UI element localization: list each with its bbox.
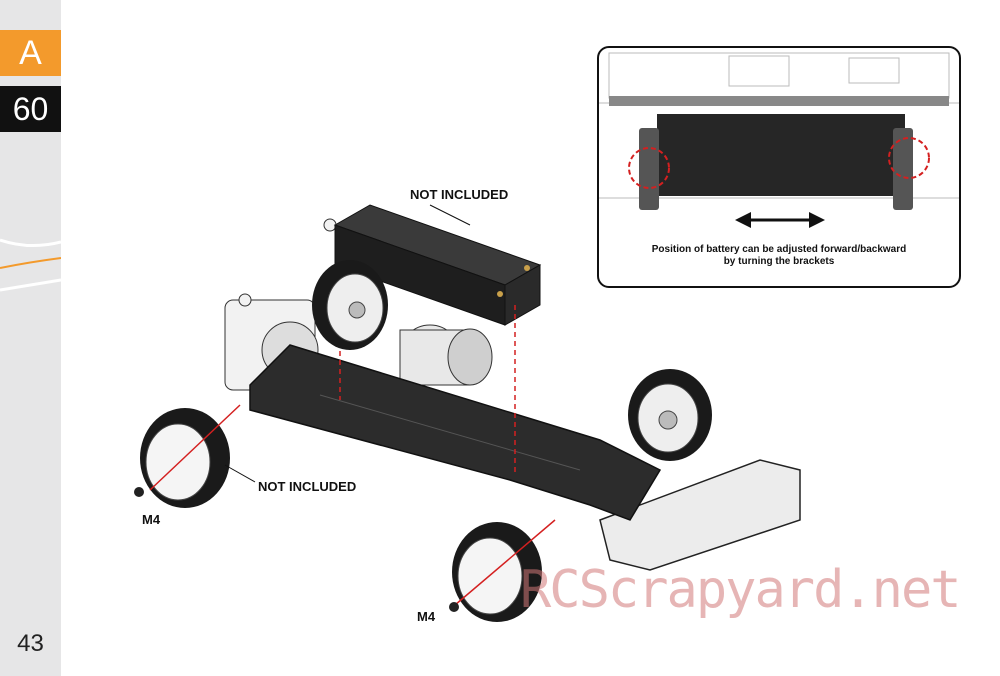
bracket-highlight [628, 147, 670, 189]
watermark: RCScrapyard.net [520, 560, 962, 620]
screw-label-rear: M4 [142, 512, 161, 527]
step-number: 60 [0, 86, 61, 132]
wheel-front-bottom [449, 519, 556, 622]
inset-battery [657, 114, 905, 196]
inset-caption-line1: Position of battery can be adjusted forw… [651, 244, 907, 255]
battery-position-inset: Position of battery can be adjusted forw… [597, 46, 961, 288]
bracket-left [639, 128, 659, 210]
chassis-detail [319, 394, 581, 471]
wheel-rear-bottom [134, 404, 241, 508]
inset-illustration [599, 52, 959, 228]
leader-line [224, 464, 256, 483]
leader-line [429, 204, 471, 226]
front-bumper [599, 459, 801, 571]
adjust-arrow-icon [735, 212, 825, 228]
page-sidebar: A 60 43 [0, 0, 61, 676]
screw-label-front: M4 [417, 609, 436, 624]
inset-caption-line2: by turning the brackets [723, 256, 835, 267]
wheel-not-included-label: NOT INCLUDED [258, 479, 357, 494]
wheel-front-top [628, 369, 712, 461]
chassis-plate [249, 344, 662, 521]
wheel-rear-top [312, 260, 388, 350]
chassis-rail [609, 96, 949, 106]
battery-not-included-label: NOT INCLUDED [410, 187, 509, 202]
sidebar-decoration [0, 238, 61, 292]
bracket-right [893, 128, 913, 210]
battery-pack [333, 204, 542, 326]
inset-caption: Position of battery can be adjusted forw… [599, 244, 959, 268]
page-number: 43 [17, 630, 44, 657]
bracket-highlight [888, 137, 930, 179]
motor [399, 324, 493, 386]
section-tab: A [0, 30, 61, 76]
